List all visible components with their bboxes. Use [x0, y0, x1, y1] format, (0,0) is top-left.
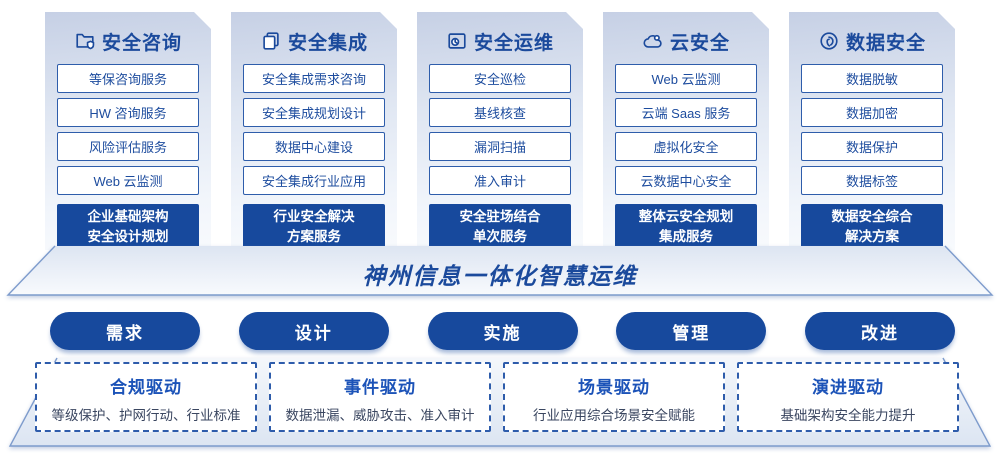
driver-desc: 基础架构安全能力提升: [780, 408, 916, 423]
service-item: 虚拟化安全: [615, 132, 757, 161]
column-header: 安全集成: [231, 28, 397, 54]
column-items: 安全巡检 基线核查 漏洞扫描 准入审计: [417, 64, 583, 195]
service-item: 数据保护: [801, 132, 943, 161]
driver-boxes: 合规驱动 等级保护、护网行动、行业标准 事件驱动 数据泄漏、威胁攻击、准入审计 …: [35, 362, 959, 432]
column-title: 云安全: [669, 32, 730, 54]
driver-title: 事件驱动: [344, 378, 416, 397]
process-pills: 需求 设计 实施 管理 改进: [50, 312, 955, 350]
service-item: 基线核查: [429, 98, 571, 127]
driver-compliance: 合规驱动 等级保护、护网行动、行业标准: [35, 362, 257, 432]
driver-title: 场景驱动: [578, 378, 650, 397]
column-title: 数据安全: [845, 32, 926, 54]
column-footer: 企业基础架构 安全设计规划: [57, 204, 199, 250]
fingerprint-icon: [818, 30, 840, 52]
service-item: HW 咨询服务: [57, 98, 199, 127]
driver-scenario: 场景驱动 行业应用综合场景安全赋能: [503, 362, 725, 432]
folder-shield-icon: [74, 30, 96, 52]
service-columns: 安全咨询 等保咨询服务 HW 咨询服务 风险评估服务 Web 云监测 企业基础架…: [45, 12, 955, 252]
column-data-security: 数据安全 数据脱敏 数据加密 数据保护 数据标签 数据安全综合 解决方案: [789, 12, 955, 250]
service-item: 等保咨询服务: [57, 64, 199, 93]
column-security-consulting: 安全咨询 等保咨询服务 HW 咨询服务 风险评估服务 Web 云监测 企业基础架…: [45, 12, 211, 250]
column-header: 数据安全: [789, 28, 955, 54]
banner-platform: [6, 245, 994, 296]
column-items: Web 云监测 云端 Saas 服务 虚拟化安全 云数据中心安全: [603, 64, 769, 195]
column-items: 等保咨询服务 HW 咨询服务 风险评估服务 Web 云监测: [45, 64, 211, 195]
column-security-integration: 安全集成 安全集成需求咨询 安全集成规划设计 数据中心建设 安全集成行业应用 行…: [231, 12, 397, 250]
service-item: 数据加密: [801, 98, 943, 127]
pill-management: 管理: [616, 312, 767, 350]
column-header: 安全咨询: [45, 28, 211, 54]
service-item: 数据中心建设: [243, 132, 385, 161]
service-item: 安全集成规划设计: [243, 98, 385, 127]
service-item: 安全集成需求咨询: [243, 64, 385, 93]
documents-copy-icon: [260, 30, 282, 52]
service-item: 漏洞扫描: [429, 132, 571, 161]
service-item: Web 云监测: [615, 64, 757, 93]
banner-title: 神州信息一体化智慧运维: [362, 263, 638, 289]
column-items: 安全集成需求咨询 安全集成规划设计 数据中心建设 安全集成行业应用: [231, 64, 397, 195]
column-title: 安全集成: [287, 32, 368, 54]
cloud-security-icon: [642, 30, 664, 52]
driver-incident: 事件驱动 数据泄漏、威胁攻击、准入审计: [269, 362, 491, 432]
service-item: 风险评估服务: [57, 132, 199, 161]
service-item: 准入审计: [429, 166, 571, 195]
pill-requirement: 需求: [50, 312, 200, 350]
column-footer: 整体云安全规划 集成服务: [615, 204, 757, 250]
column-items: 数据脱敏 数据加密 数据保护 数据标签: [789, 64, 955, 195]
column-title: 安全运维: [473, 32, 554, 54]
service-item: 安全巡检: [429, 64, 571, 93]
driver-desc: 等级保护、护网行动、行业标准: [51, 408, 241, 423]
driver-evolution: 演进驱动 基础架构安全能力提升: [737, 362, 959, 432]
column-footer: 数据安全综合 解决方案: [801, 204, 943, 250]
column-footer: 行业安全解决 方案服务: [243, 204, 385, 250]
service-item: 云端 Saas 服务: [615, 98, 757, 127]
driver-title: 合规驱动: [110, 378, 182, 397]
pill-implementation: 实施: [427, 312, 578, 350]
pill-design: 设计: [238, 312, 389, 350]
service-item: 安全集成行业应用: [243, 166, 385, 195]
service-item: 数据标签: [801, 166, 943, 195]
column-security-operations: 安全运维 安全巡检 基线核查 漏洞扫描 准入审计 安全驻场结合 单次服务: [417, 12, 583, 250]
folder-clock-icon: [446, 30, 468, 52]
service-item: 数据脱敏: [801, 64, 943, 93]
service-item: Web 云监测: [57, 166, 199, 195]
column-title: 安全咨询: [101, 32, 182, 54]
driver-desc: 行业应用综合场景安全赋能: [533, 408, 695, 423]
column-header: 云安全: [603, 28, 769, 54]
driver-desc: 数据泄漏、威胁攻击、准入审计: [285, 408, 475, 423]
service-item: 云数据中心安全: [615, 166, 757, 195]
column-footer: 安全驻场结合 单次服务: [429, 204, 571, 250]
column-header: 安全运维: [417, 28, 583, 54]
pill-improvement: 改进: [805, 312, 955, 350]
column-cloud-security: 云安全 Web 云监测 云端 Saas 服务 虚拟化安全 云数据中心安全 整体云…: [603, 12, 769, 250]
driver-title: 演进驱动: [812, 378, 884, 397]
